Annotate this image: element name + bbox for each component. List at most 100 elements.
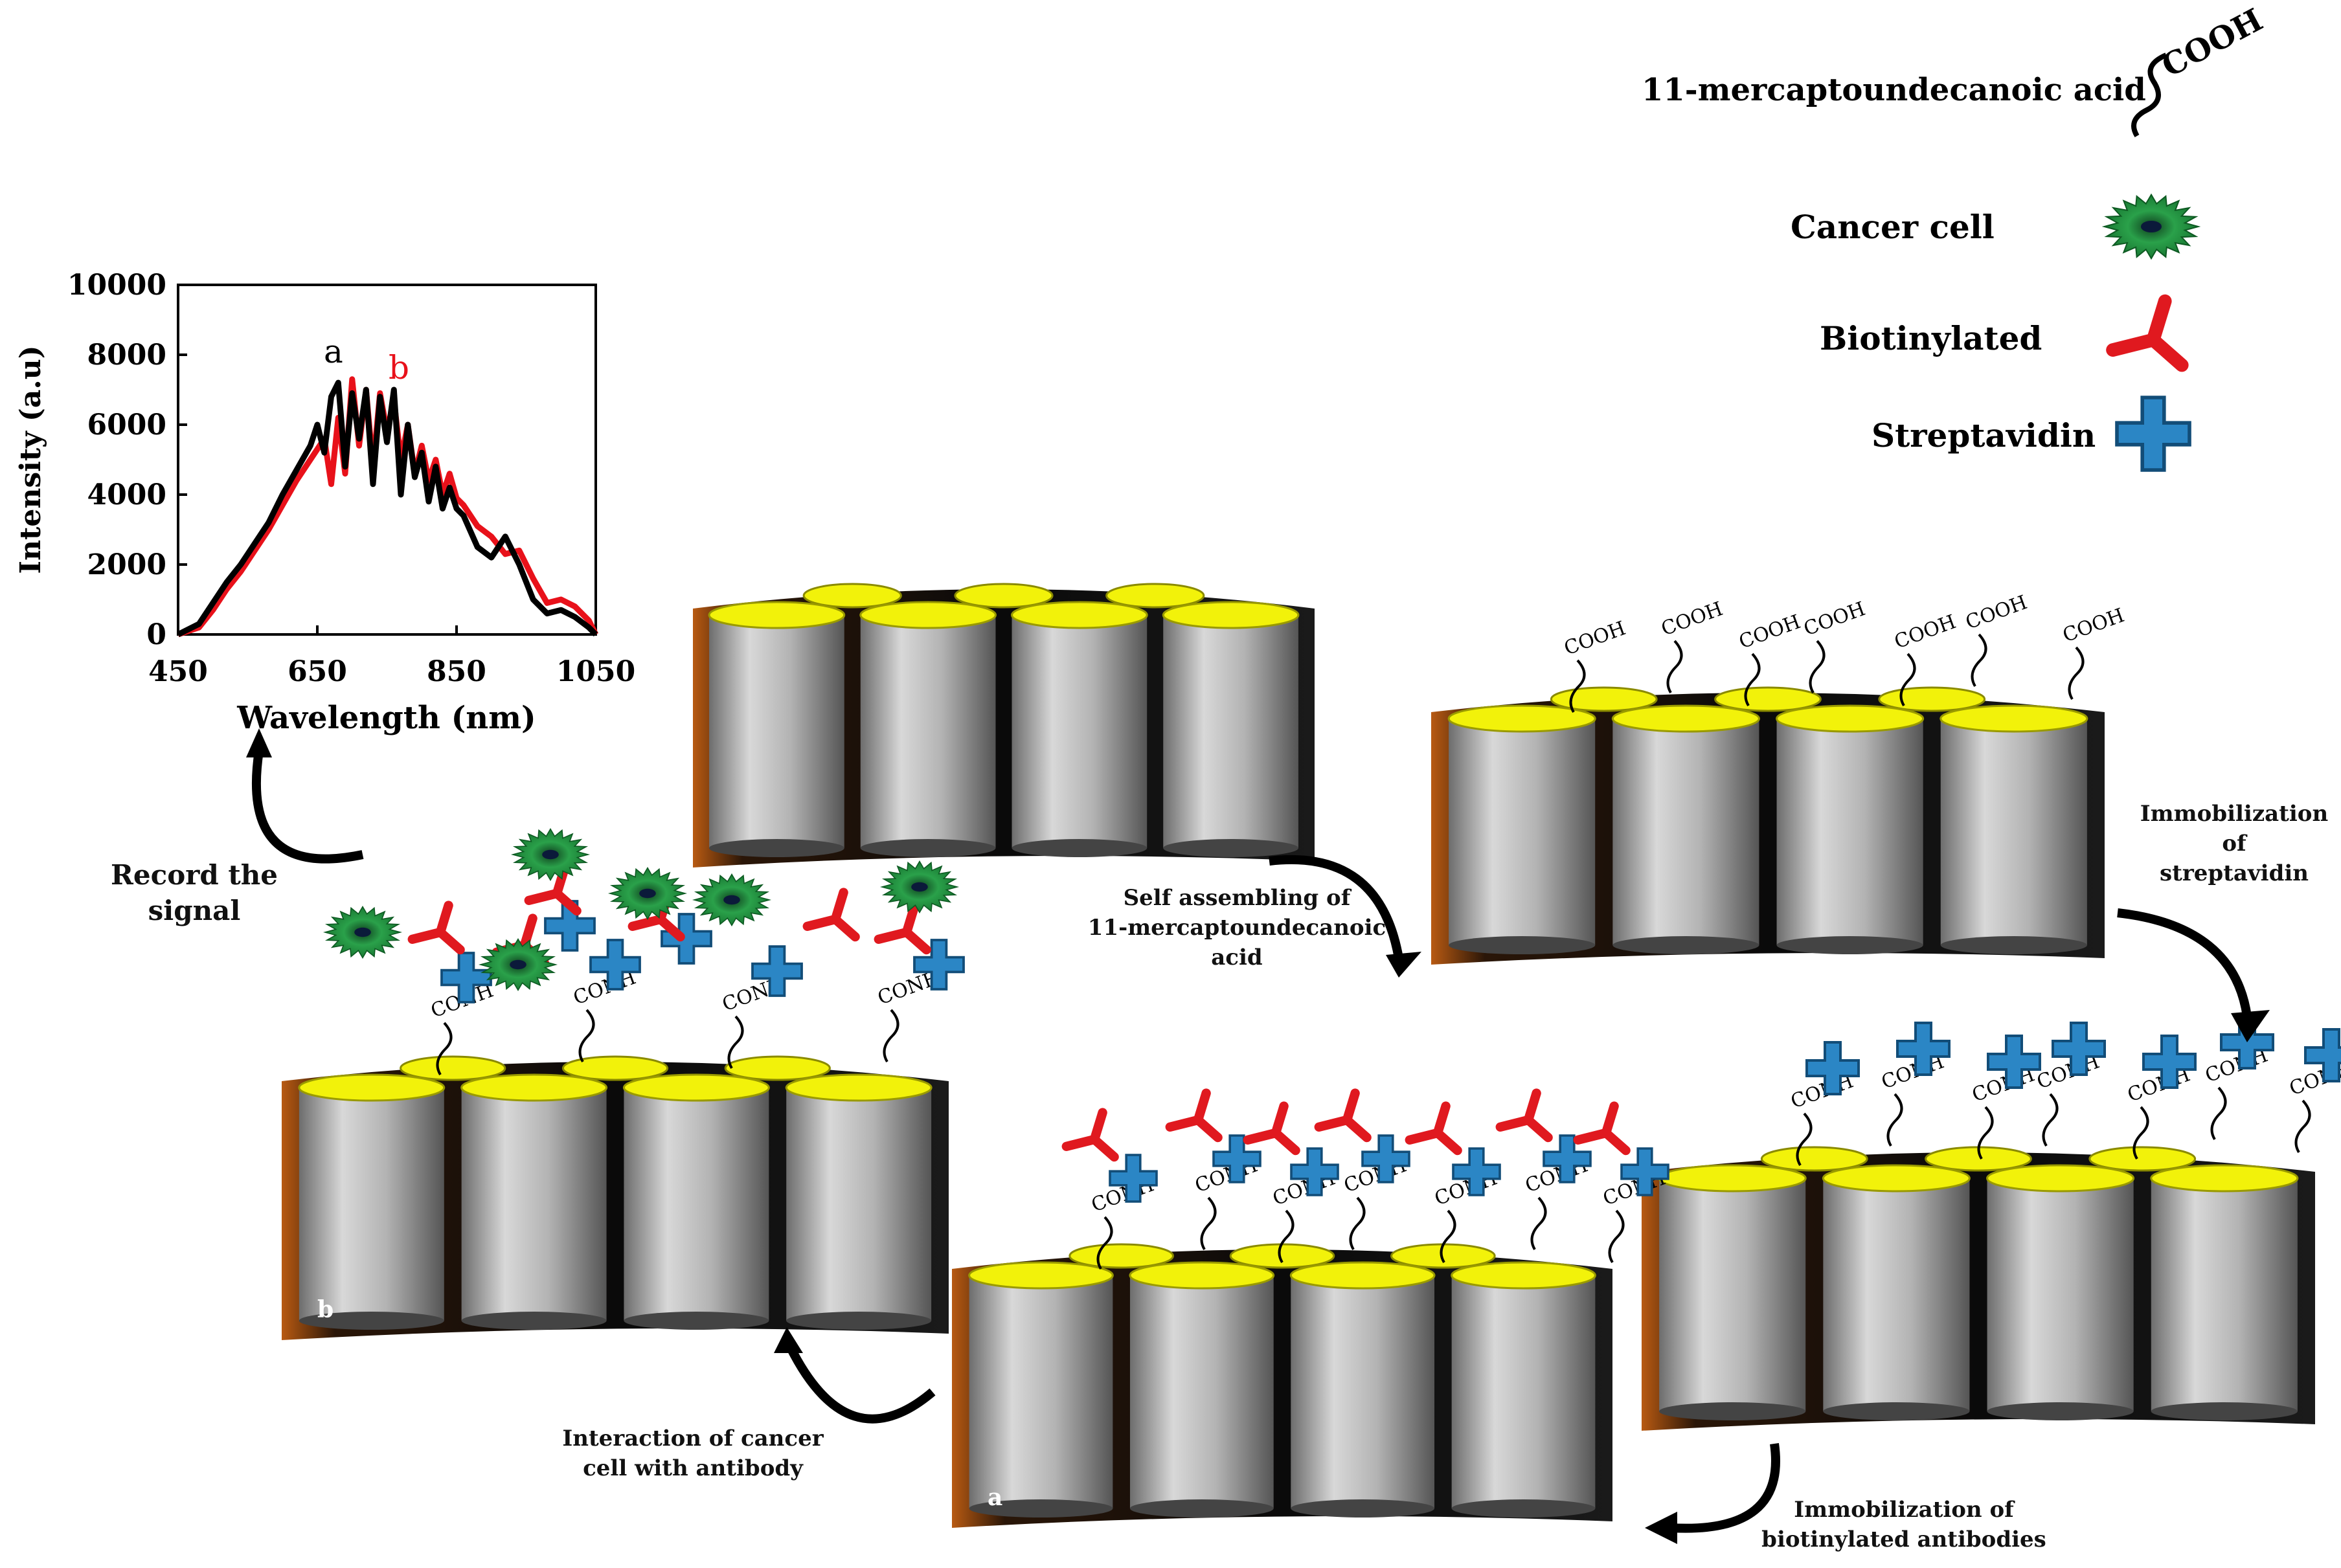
streptavidin xyxy=(1805,1041,1860,1095)
antibody-arms xyxy=(1405,1101,1462,1156)
streptavidin xyxy=(1452,1147,1501,1196)
linker-chain xyxy=(2132,1106,2149,1160)
cell-nucleus xyxy=(723,895,740,905)
biotinylated-antibody xyxy=(1314,1088,1372,1143)
pore-top-back xyxy=(1550,686,1658,712)
pore-bottom xyxy=(1823,1402,1970,1420)
streptavidin-cross xyxy=(751,945,803,997)
linker-chain xyxy=(1977,1106,1994,1160)
streptavidin xyxy=(544,900,596,952)
pore-top xyxy=(622,1073,770,1102)
streptavidin-cross xyxy=(440,952,492,1003)
antibody-arms xyxy=(1314,1088,1372,1143)
pore-top-back xyxy=(2088,1146,2197,1172)
legend-biotin-label: Biotinylated xyxy=(1820,319,2042,357)
streptavidin-cross xyxy=(1452,1147,1501,1196)
pore-bottom xyxy=(1612,936,1759,954)
linker-chain xyxy=(2042,1093,2059,1147)
biotinylated-antibody xyxy=(1165,1088,1223,1143)
antibody-arms xyxy=(2106,294,2189,372)
x-tick-label: 850 xyxy=(427,655,486,688)
pore-cylinder xyxy=(860,615,996,848)
linker-chain xyxy=(1899,653,1916,707)
pore-cylinder xyxy=(786,1088,932,1321)
pore-top-back xyxy=(724,1055,831,1081)
pore-top xyxy=(1011,601,1148,629)
pore-top-back xyxy=(1069,1243,1174,1269)
linker-group-label: COOH xyxy=(1892,610,1959,654)
antibody-arms xyxy=(1243,1101,1300,1156)
pore-top-back xyxy=(561,1055,669,1081)
arrow-immob-bio xyxy=(1670,1443,1780,1533)
pore-top xyxy=(1776,704,1925,733)
streptavidin-cross xyxy=(1896,1022,1951,1076)
pore-bottom xyxy=(461,1312,607,1330)
antibody-arms xyxy=(1061,1108,1119,1162)
streptavidin xyxy=(751,945,803,997)
linker-group-label: COOH xyxy=(1561,617,1629,660)
pore-top xyxy=(2150,1164,2299,1193)
cell-nucleus xyxy=(911,882,928,892)
substrate-base xyxy=(693,589,1315,868)
biotinylated-antibody xyxy=(1405,1101,1462,1156)
substrate-letter: b xyxy=(317,1296,334,1323)
pore-cylinder xyxy=(709,615,844,848)
streptavidin xyxy=(2052,1022,2106,1076)
arrow-self-assembly xyxy=(1269,855,1403,959)
linker-chain xyxy=(1971,633,1987,688)
linker-chain xyxy=(1666,640,1683,694)
pore-top xyxy=(1822,1164,1971,1193)
substrate-cooh xyxy=(1431,686,2105,965)
pore-bottom xyxy=(1659,1402,1806,1420)
streptavidin-cross xyxy=(1290,1147,1339,1196)
streptavidin xyxy=(589,939,641,991)
pore-bottom xyxy=(1449,936,1596,954)
biotinylated-antibody-icon xyxy=(2106,294,2189,372)
linker-chain xyxy=(1569,659,1586,713)
linker-group-label: COOH xyxy=(1736,610,1804,654)
streptavidin xyxy=(1543,1134,1592,1183)
pore-top xyxy=(708,601,846,629)
pore-cylinder xyxy=(299,1088,444,1321)
y-tick-label: 0 xyxy=(146,618,166,651)
linker-group-label: COOH xyxy=(1801,598,1868,641)
linker-group-label: COOH xyxy=(1963,591,2030,634)
y-tick-label: 8000 xyxy=(87,339,166,372)
streptavidin-cross xyxy=(2304,1028,2341,1082)
streptavidin-cross xyxy=(1361,1134,1410,1183)
series-label-a: a xyxy=(324,333,343,370)
cell-nucleus xyxy=(510,959,526,970)
substrate-b-cancer-cells: b xyxy=(282,1055,949,1340)
pore-bottom xyxy=(786,1312,932,1330)
pore-bottom xyxy=(1012,839,1148,857)
streptavidin xyxy=(2142,1035,2197,1089)
streptavidin-cross xyxy=(1805,1041,1860,1095)
streptavidin xyxy=(1987,1035,2041,1089)
pore-cylinder xyxy=(1451,1275,1596,1508)
substrate-base xyxy=(1642,1152,2315,1431)
streptavidin xyxy=(913,939,965,991)
pore-top-back xyxy=(1714,686,1822,712)
antibody-arms xyxy=(1165,1088,1223,1143)
arrowhead-immob-bio xyxy=(1645,1512,1677,1544)
pore-cylinder xyxy=(1987,1178,2134,1411)
pore-top xyxy=(1451,1261,1596,1290)
pore-top xyxy=(1611,704,1760,733)
pore-bottom xyxy=(1987,1402,2134,1420)
linker-chain xyxy=(1608,1209,1625,1264)
pore-cylinder xyxy=(2151,1178,2298,1411)
pore-top-back xyxy=(802,583,902,609)
streptavidin-cross xyxy=(913,939,965,991)
linker-chain xyxy=(727,1015,744,1070)
pore-bottom xyxy=(1776,936,1923,954)
cell-nucleus xyxy=(542,849,559,860)
pore-bottom xyxy=(1940,936,2087,954)
legend-acid-group: COOH xyxy=(2156,2,2268,85)
y-tick-label: 6000 xyxy=(87,409,166,442)
